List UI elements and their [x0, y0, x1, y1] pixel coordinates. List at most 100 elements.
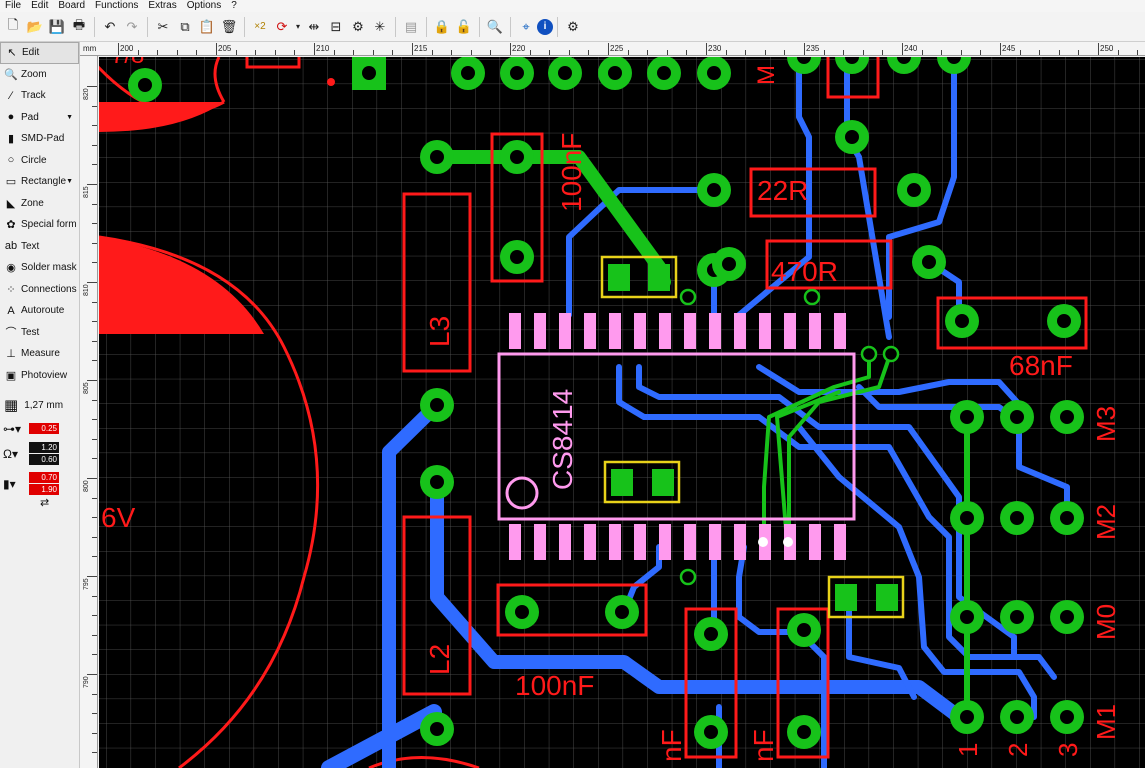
- ruler-top-label: 250: [1100, 44, 1114, 53]
- connections-icon: ⁘: [6, 283, 16, 296]
- align-icon[interactable]: ⊟: [330, 18, 342, 34]
- ic-pin: [809, 524, 821, 560]
- ic-cs8414[interactable]: [497, 313, 856, 560]
- tool-zone[interactable]: ◣Zone: [0, 193, 79, 215]
- tool-track[interactable]: ∕Track: [0, 85, 79, 107]
- crosshair-icon[interactable]: ⌖: [522, 18, 530, 34]
- snap-icon[interactable]: ✳: [374, 18, 386, 34]
- pad: [835, 57, 869, 74]
- ic-pin: [634, 524, 646, 560]
- menu-edit[interactable]: Edit: [31, 0, 49, 11]
- tool-special-form[interactable]: ✿Special form: [0, 214, 79, 236]
- tool-panel: ↖Edit🔍Zoom∕Track●Pad▼▮SMD-Pad○Circle▭Rec…: [0, 42, 80, 768]
- menu-file[interactable]: File: [5, 0, 22, 11]
- label-m0: M0: [1091, 604, 1121, 640]
- info-icon[interactable]: i: [537, 18, 553, 35]
- menu-options[interactable]: Options: [186, 0, 222, 11]
- tool-solder-mask[interactable]: ◉Solder mask: [0, 257, 79, 279]
- ruler-tick: [87, 282, 97, 283]
- tool-test[interactable]: ⌒Test: [0, 322, 79, 344]
- pad-outer-value[interactable]: 1.20: [29, 442, 59, 453]
- menu-help[interactable]: ?: [231, 0, 237, 11]
- pad-hole: [1057, 314, 1071, 328]
- unlock-icon[interactable]: 🔓: [455, 18, 473, 34]
- tool-smd-pad[interactable]: ▮SMD-Pad: [0, 128, 79, 150]
- smd-size-control[interactable]: ▮▾ 0.70 1.90: [0, 472, 79, 496]
- layer-icon[interactable]: ▤: [404, 18, 418, 34]
- ruler-tick: [314, 43, 315, 55]
- pad-inner-value[interactable]: 0.60: [29, 454, 59, 465]
- tool-measure[interactable]: ⊥Measure: [0, 343, 79, 365]
- tool-photoview[interactable]: ▣Photoview: [0, 365, 79, 387]
- tool-label: Text: [21, 240, 40, 252]
- copy-icon[interactable]: ⧉: [180, 18, 190, 34]
- track-width-control[interactable]: ⊶▾ 0.25: [0, 422, 79, 436]
- grid-size-control[interactable]: ▦ 1,27 mm: [0, 394, 79, 416]
- save-icon[interactable]: 💾: [48, 18, 66, 34]
- copper-arc-top2: [213, 57, 226, 103]
- grid-size-label: 1,27 mm: [24, 399, 64, 411]
- dropdown-arrow-icon[interactable]: ▼: [66, 178, 73, 186]
- ruler-tick: [92, 497, 97, 499]
- ruler-tick: [1098, 43, 1099, 55]
- group-icon[interactable]: ⚙: [352, 18, 364, 34]
- ruler-tick: [1019, 50, 1021, 55]
- ruler-tick: [87, 184, 97, 185]
- tool-label: Track: [21, 90, 46, 102]
- lock-icon[interactable]: 🔒: [433, 18, 451, 34]
- ruler-top-label: 245: [1002, 44, 1016, 53]
- tool-label: Autoroute: [21, 305, 65, 317]
- tool-label: Measure: [21, 348, 60, 360]
- pcb-drawing[interactable]: 100nF 22R 470R 68nF L3 L2 100nF nF nF 6V…: [99, 57, 1145, 768]
- new-file-icon[interactable]: 🗋: [7, 16, 19, 32]
- ruler-top-label: 200: [120, 44, 134, 53]
- label-l2: L2: [424, 644, 455, 675]
- track-width-value[interactable]: 0.25: [29, 423, 59, 434]
- rectangle-icon: ▭: [5, 176, 17, 189]
- ruler-top-label: 230: [708, 44, 722, 53]
- ic-pin: [834, 313, 846, 349]
- menu-functions[interactable]: Functions: [95, 0, 139, 11]
- undo-icon[interactable]: ↶: [104, 18, 116, 34]
- tool-list: ↖Edit🔍Zoom∕Track●Pad▼▮SMD-Pad○Circle▭Rec…: [0, 42, 79, 386]
- pad-hole: [510, 66, 524, 80]
- pad-hole: [960, 410, 974, 424]
- toolbar-separator: [94, 16, 95, 37]
- delete-icon[interactable]: 🗑: [220, 18, 238, 34]
- label-c-top: 100nF: [556, 133, 587, 212]
- ruler-left-label: 795: [83, 578, 90, 590]
- tool-edit[interactable]: ↖Edit: [0, 42, 79, 64]
- menu-extras[interactable]: Extras: [148, 0, 177, 11]
- pad-size-control[interactable]: Ω▾ 1.20 0.60: [0, 442, 79, 466]
- tool-circle[interactable]: ○Circle: [0, 150, 79, 172]
- tool-zoom[interactable]: 🔍Zoom: [0, 64, 79, 86]
- ic-pin: [634, 313, 646, 349]
- rotate-dropdown-icon[interactable]: ▾: [295, 22, 300, 31]
- pad-hole: [922, 255, 936, 269]
- ruler-tick: [92, 125, 97, 127]
- pad-hole: [1060, 410, 1074, 424]
- smd-width-value[interactable]: 0.70: [29, 472, 59, 483]
- redo-icon[interactable]: ↷: [126, 18, 138, 34]
- open-folder-icon[interactable]: 📂: [26, 18, 44, 34]
- dropdown-arrow-icon[interactable]: ▼: [66, 113, 73, 121]
- duplicate-x2-icon[interactable]: ×2: [254, 21, 266, 32]
- mirror-icon[interactable]: ⇹: [308, 18, 320, 34]
- settings-gear-icon[interactable]: ⚙: [567, 18, 579, 34]
- rotate-icon[interactable]: ⟳: [276, 18, 288, 34]
- smd-pad-icon: ▮: [7, 133, 15, 146]
- pcb-canvas[interactable]: 100nF 22R 470R 68nF L3 L2 100nF nF nF 6V…: [99, 57, 1145, 768]
- paste-icon[interactable]: 📋: [198, 18, 216, 34]
- tool-rectangle[interactable]: ▭Rectangle▼: [0, 171, 79, 193]
- tool-connections[interactable]: ⁘Connections: [0, 279, 79, 301]
- zoom-icon[interactable]: 🔍: [486, 18, 504, 34]
- tool-pad[interactable]: ●Pad▼: [0, 107, 79, 129]
- swap-icon[interactable]: ⇄: [40, 497, 50, 509]
- cut-icon[interactable]: ✂: [157, 18, 169, 34]
- smd-height-value[interactable]: 1.90: [29, 484, 59, 495]
- ruler-tick: [216, 43, 217, 55]
- menu-board[interactable]: Board: [58, 0, 86, 11]
- print-icon[interactable]: 🖶: [72, 16, 86, 32]
